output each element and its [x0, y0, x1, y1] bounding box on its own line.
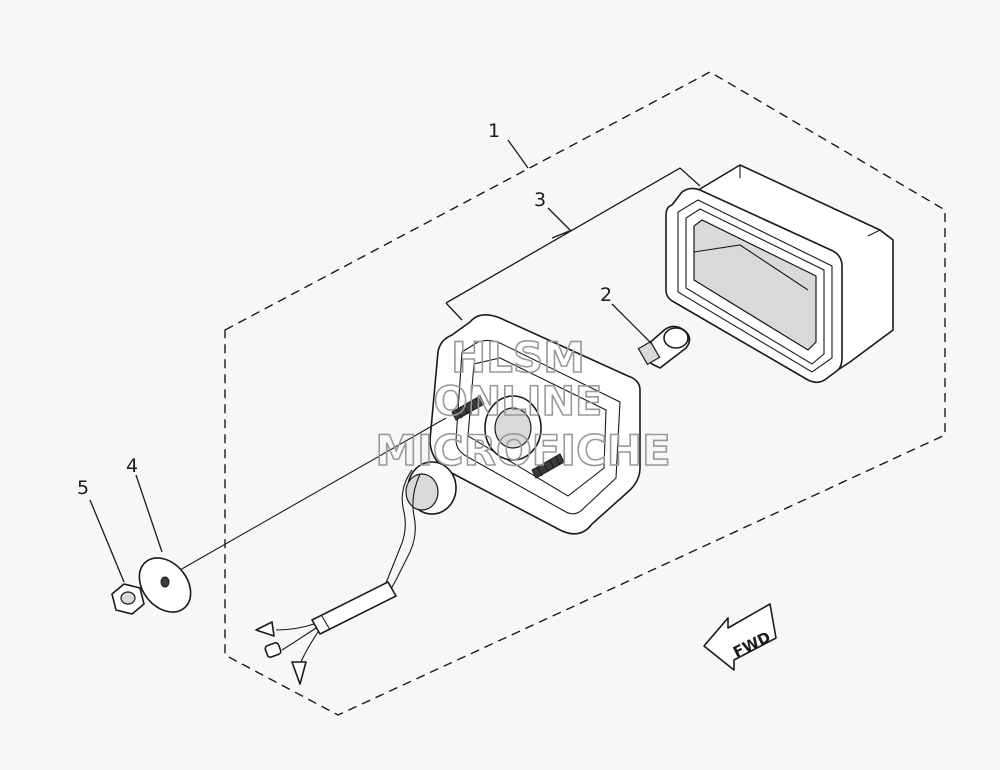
- bulb-part: [637, 325, 691, 369]
- watermark: HLSM ONLINE MICROFICHE: [375, 332, 672, 476]
- nut-part: [111, 583, 145, 615]
- fwd-arrow-icon: FWD: [703, 603, 777, 671]
- svg-text:ONLINE: ONLINE: [434, 379, 603, 425]
- leader-3-bracket: [445, 167, 701, 321]
- stud-lower: [531, 453, 565, 479]
- socket-harness: [255, 461, 457, 685]
- callout-3: 3: [534, 189, 546, 211]
- svg-text:MICROFICHE: MICROFICHE: [375, 426, 670, 475]
- leader-4: [135, 474, 163, 553]
- leader-5: [89, 499, 125, 583]
- leader-2: [611, 303, 653, 345]
- svg-text:HLSM: HLSM: [451, 333, 585, 382]
- leader-3: [547, 207, 571, 231]
- lens-part: [665, 164, 894, 384]
- housing-part: [429, 314, 641, 535]
- callout-4: 4: [126, 455, 138, 477]
- callout-5: 5: [77, 477, 89, 499]
- callout-1: 1: [488, 120, 500, 142]
- washer-part: [138, 557, 192, 613]
- callout-2: 2: [600, 284, 612, 306]
- stud-upper: [451, 395, 485, 421]
- leader-1: [507, 139, 529, 169]
- alignment-line: [179, 417, 447, 571]
